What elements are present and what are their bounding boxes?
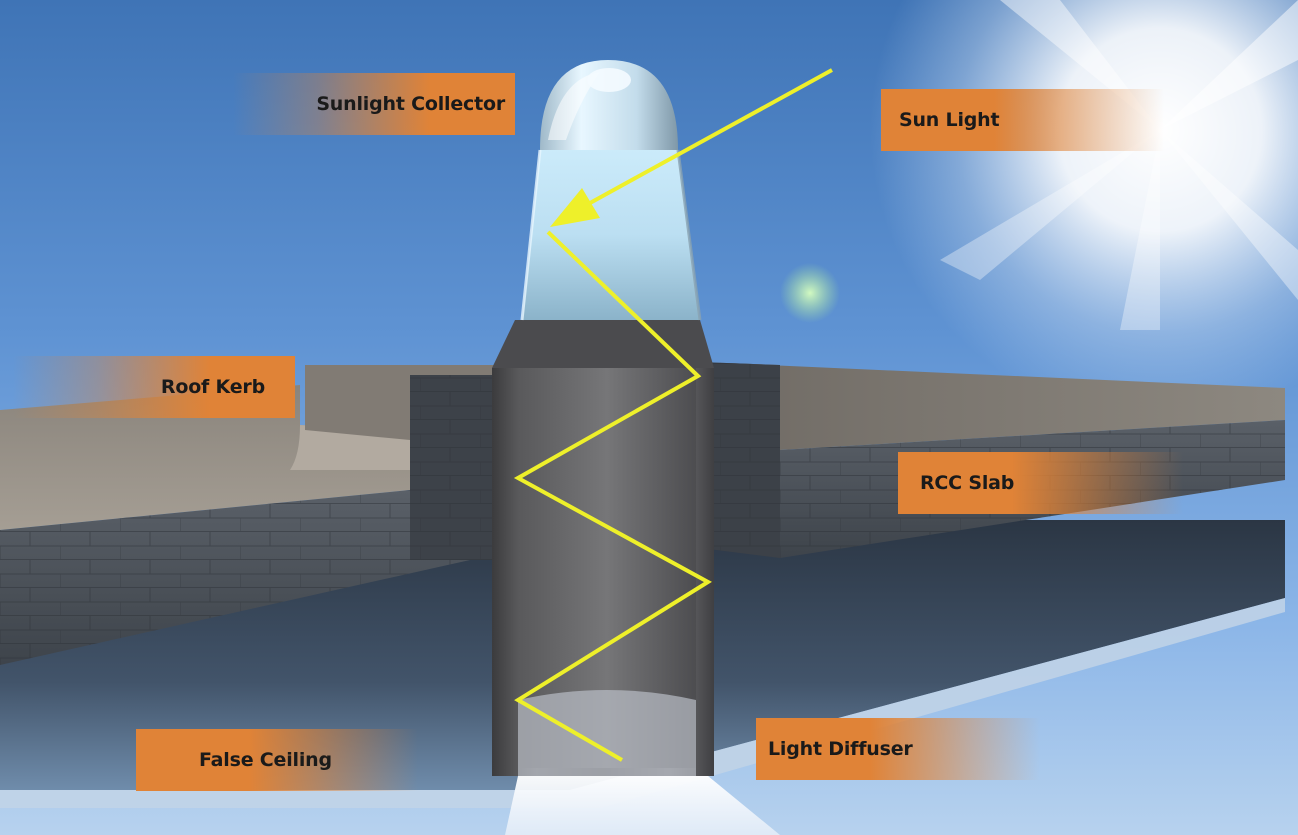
label-light-diffuser: Light Diffuser [756, 718, 1040, 780]
label-sunlight-collector-text: Sunlight Collector [316, 93, 505, 115]
label-sunlight-collector: Sunlight Collector [233, 73, 515, 135]
sun [870, 0, 1298, 420]
label-rcc-slab: RCC Slab [898, 452, 1183, 514]
label-light-diffuser-text: Light Diffuser [768, 738, 913, 760]
label-false-ceiling: False Ceiling [136, 729, 418, 791]
label-sun-light-text: Sun Light [899, 109, 999, 131]
light-beam [505, 776, 780, 835]
label-roof-kerb: Roof Kerb [13, 356, 295, 418]
light-tube [492, 320, 714, 776]
label-roof-kerb-text: Roof Kerb [161, 376, 265, 398]
label-sun-light: Sun Light [881, 89, 1164, 151]
label-false-ceiling-text: False Ceiling [199, 749, 332, 771]
lens-flare [780, 263, 840, 323]
label-rcc-slab-text: RCC Slab [920, 472, 1014, 494]
